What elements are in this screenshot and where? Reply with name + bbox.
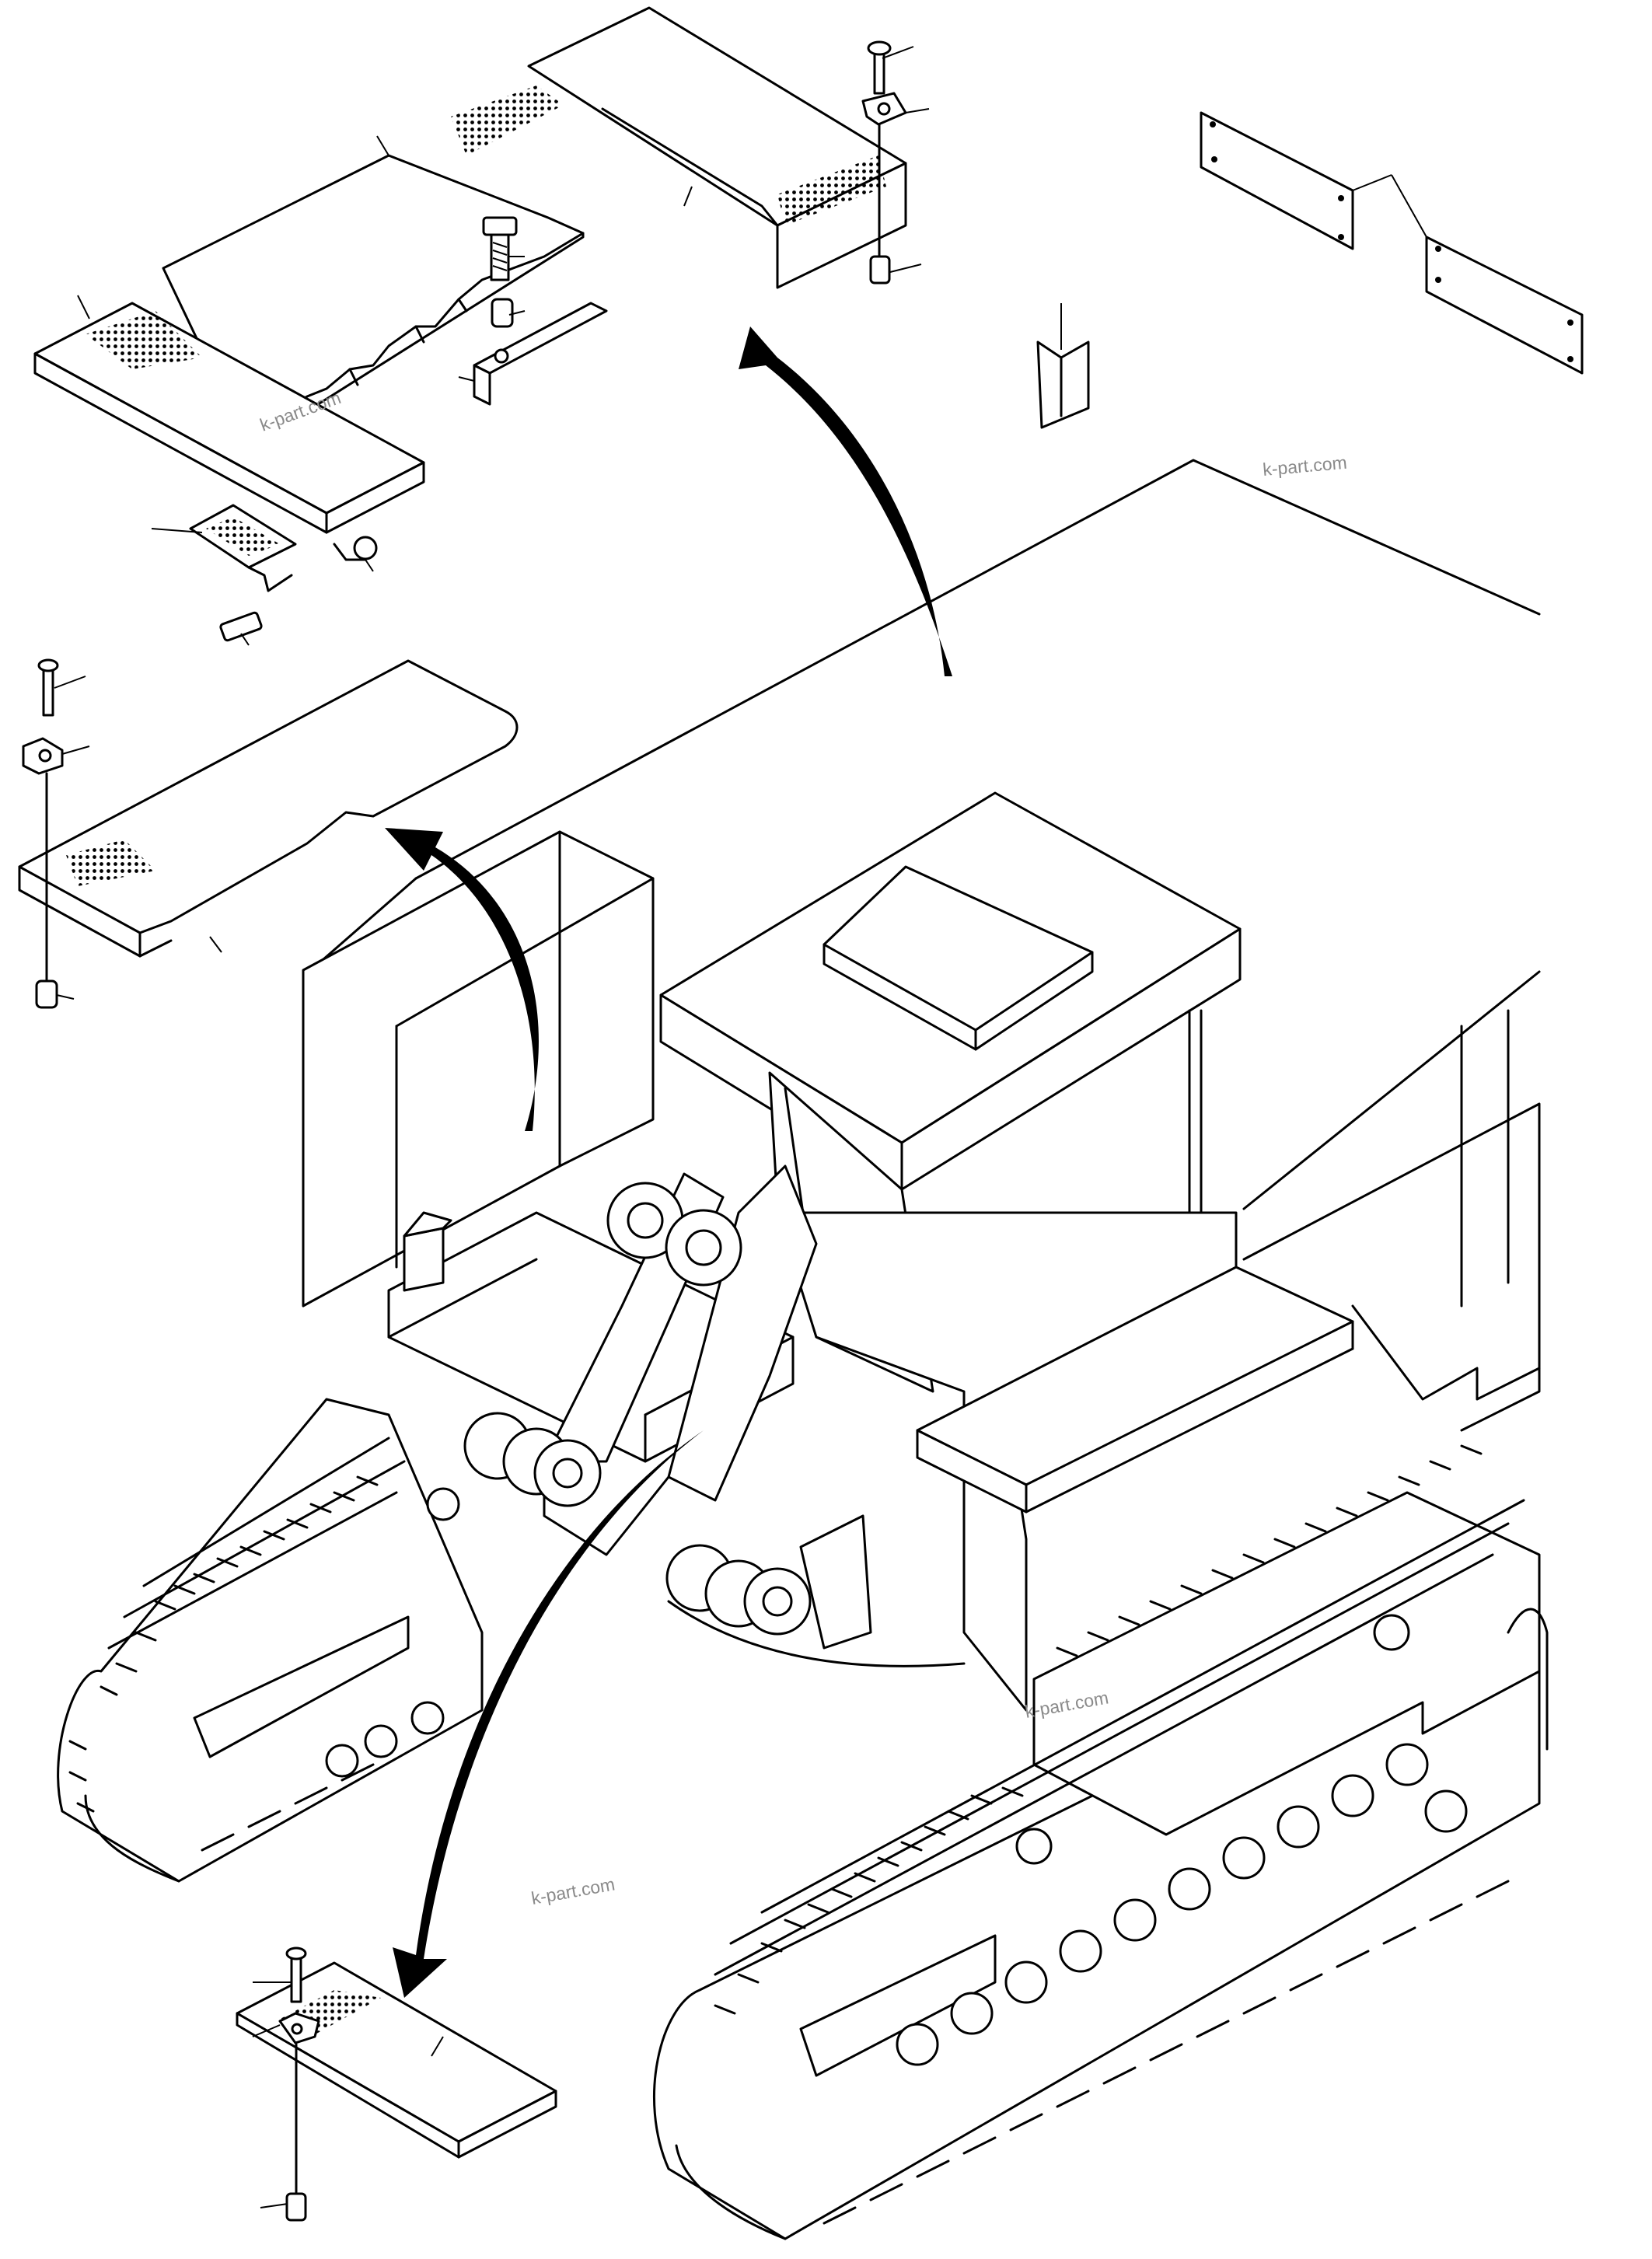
left-track xyxy=(57,1398,484,1883)
watermark-text: k-part.com xyxy=(529,1873,616,1908)
boom-linkage xyxy=(463,1164,966,1667)
right-track-shoes xyxy=(714,1444,1525,2225)
callout-leaders xyxy=(54,46,1427,2208)
arrow-upper-right xyxy=(739,326,952,676)
operator-cab xyxy=(659,791,1354,1712)
arrow-lower xyxy=(393,1430,704,1998)
exploded-cover-left xyxy=(18,658,519,1009)
exploded-cover-upper xyxy=(33,6,1584,642)
watermark-text: k-part.com xyxy=(1262,452,1347,480)
right-track-rollers xyxy=(896,1608,1549,2066)
exploded-cover-lower xyxy=(236,1947,557,2222)
left-track-shoes xyxy=(68,1437,406,1852)
removal-arrows xyxy=(385,326,952,1998)
right-track xyxy=(653,1444,1549,2240)
